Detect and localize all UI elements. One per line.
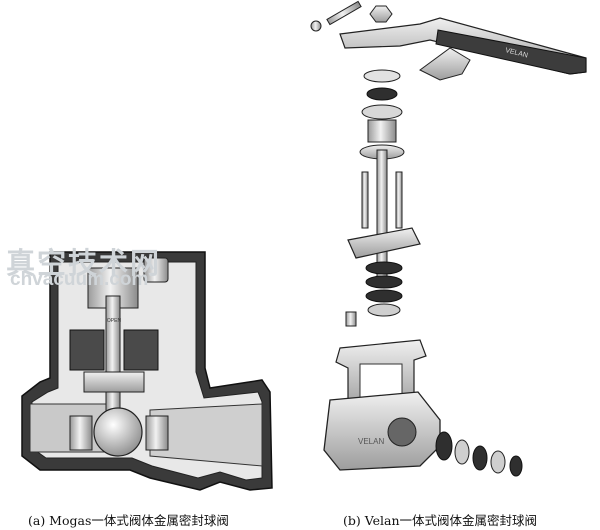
velan-ring-top	[363, 69, 401, 83]
velan-gland-flange	[347, 227, 421, 259]
mogas-open-label: OPEN	[107, 318, 122, 324]
velan-end-seat-1	[435, 431, 453, 461]
mogas-valve-cross-section: OPEN	[21, 251, 273, 491]
mogas-seat-right	[145, 415, 169, 451]
velan-stem	[376, 149, 388, 281]
velan-stud-left	[361, 171, 369, 229]
caption-a: (a) Mogas一体式阀体金属密封球阀	[28, 513, 229, 528]
velan-stop-bracket	[419, 47, 471, 81]
caption-b: (b) Velan一体式阀体金属密封球阀	[343, 513, 538, 528]
watermark-en: chvacuum.com	[10, 269, 149, 290]
velan-valve-exploded-view: VELAN VELAN	[310, 0, 587, 477]
velan-end-seat-4	[490, 450, 506, 474]
velan-cage-window	[359, 363, 403, 399]
velan-end-seat-2	[454, 439, 470, 465]
velan-body-bore	[387, 417, 417, 447]
velan-end-seat-5	[509, 455, 523, 477]
watermark-cn: 真空技术网	[6, 246, 162, 280]
velan-handle-grip	[435, 29, 587, 75]
velan-packing-1	[365, 261, 403, 275]
mogas-ball	[93, 407, 143, 457]
velan-packing-4	[367, 303, 401, 317]
mogas-gland-right	[123, 329, 159, 371]
velan-body-label: VELAN	[358, 437, 384, 446]
velan-ring-3	[361, 104, 403, 120]
velan-bolt	[326, 0, 362, 26]
mogas-gland-left	[69, 329, 105, 371]
velan-valve-body	[323, 391, 441, 471]
velan-set-screw	[345, 311, 357, 327]
velan-nut	[369, 5, 393, 23]
velan-stud-right	[395, 171, 403, 229]
mogas-seat-left	[69, 415, 93, 451]
velan-end-seat-3	[472, 445, 488, 471]
velan-collar	[367, 119, 397, 143]
velan-packing-2	[365, 275, 403, 289]
velan-packing-3	[365, 289, 403, 303]
velan-ring-2	[366, 87, 398, 101]
mogas-packing	[83, 371, 145, 393]
mogas-stem	[105, 295, 121, 427]
mogas-bolt	[143, 257, 169, 283]
velan-washer	[310, 20, 322, 32]
